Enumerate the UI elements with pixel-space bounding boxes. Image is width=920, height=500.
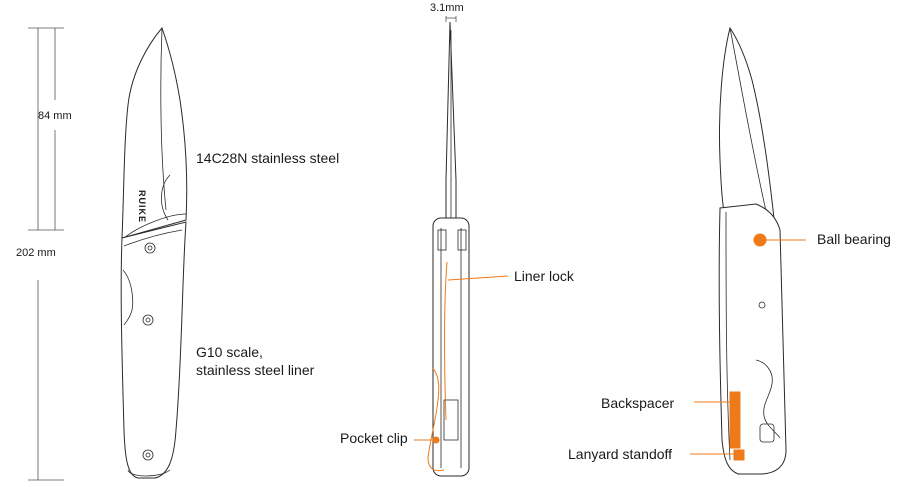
length-dimension-lines bbox=[28, 27, 64, 481]
lanyard-standoff-highlight bbox=[733, 449, 745, 461]
blade-left bbox=[121, 27, 188, 239]
handle-left bbox=[120, 221, 187, 479]
blade-steel-label: 14C28N stainless steel bbox=[196, 150, 340, 166]
brand-mark: RUIKE bbox=[137, 190, 147, 224]
scale-material-line2: stainless steel liner bbox=[196, 362, 315, 378]
liner-lock-highlight bbox=[444, 261, 448, 421]
handle-spine bbox=[432, 217, 470, 477]
pocket-clip-label: Pocket clip bbox=[340, 430, 408, 446]
ball-bearing-highlight bbox=[753, 233, 767, 247]
knife-spine-view bbox=[432, 16, 470, 477]
overall-length-label: 202 mm bbox=[16, 247, 56, 259]
scale-material-line1: G10 scale, bbox=[196, 344, 263, 360]
scale-material-label: G10 scale, stainless steel liner bbox=[196, 343, 314, 379]
liner-lock-leader bbox=[447, 275, 509, 281]
blade-right bbox=[718, 26, 776, 229]
knife-side-view-right bbox=[718, 26, 787, 475]
pocket-clip-highlight bbox=[427, 367, 445, 472]
blade-thickness-label: 3.1mm bbox=[430, 2, 464, 14]
backspacer-highlight bbox=[729, 391, 741, 449]
ball-bearing-label: Ball bearing bbox=[817, 231, 891, 247]
backspacer-label: Backspacer bbox=[601, 395, 675, 411]
lanyard-standoff-label: Lanyard standoff bbox=[568, 446, 673, 462]
knife-side-view-left bbox=[120, 27, 188, 479]
liner-lock-label: Liner lock bbox=[514, 268, 574, 284]
blade-length-label: 84 mm bbox=[38, 110, 72, 122]
